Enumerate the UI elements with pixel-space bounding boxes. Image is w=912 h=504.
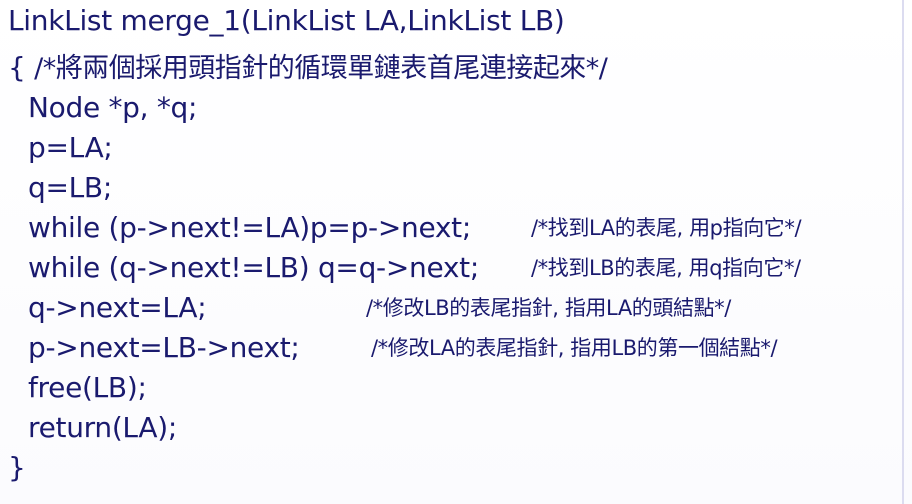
open-brace: { bbox=[8, 51, 35, 84]
code-line-while-q: while (q->next!=LB) q=q->next; bbox=[28, 251, 479, 284]
comment-find-la-tail: /*找到LA的表尾, 用p指向它*/ bbox=[531, 216, 802, 240]
header-comment: /*將兩個採用頭指針的循環單鏈表首尾連接起來*/ bbox=[34, 53, 608, 84]
code-line-free: free(LB); bbox=[28, 371, 147, 404]
code-line-while-p: while (p->next!=LA)p=p->next; bbox=[28, 211, 471, 244]
code-block: LinkList merge_1(LinkList LA,LinkList LB… bbox=[8, 0, 908, 504]
comment-modify-la-tail: /*修改LA的表尾指針, 指用LB的第一個結點*/ bbox=[371, 336, 778, 360]
code-line-return: return(LA); bbox=[28, 411, 177, 444]
comment-modify-lb-tail: /*修改LB的表尾指針, 指用LA的頭結點*/ bbox=[366, 296, 731, 320]
code-line-link-q: q->next=LA; bbox=[28, 291, 207, 324]
comment-find-lb-tail: /*找到LB的表尾, 用q指向它*/ bbox=[531, 256, 801, 280]
code-line-declare: Node *p, *q; bbox=[28, 91, 198, 124]
close-brace: } bbox=[8, 451, 26, 484]
open-brace-line: { /*將兩個採用頭指針的循環單鏈表首尾連接起來*/ bbox=[8, 48, 608, 88]
function-signature: LinkList merge_1(LinkList LA,LinkList LB… bbox=[8, 4, 565, 37]
code-line-assign-p: p=LA; bbox=[28, 131, 113, 164]
code-line-link-p: p->next=LB->next; bbox=[28, 331, 300, 364]
right-divider bbox=[902, 0, 904, 504]
code-line-assign-q: q=LB; bbox=[28, 171, 112, 204]
